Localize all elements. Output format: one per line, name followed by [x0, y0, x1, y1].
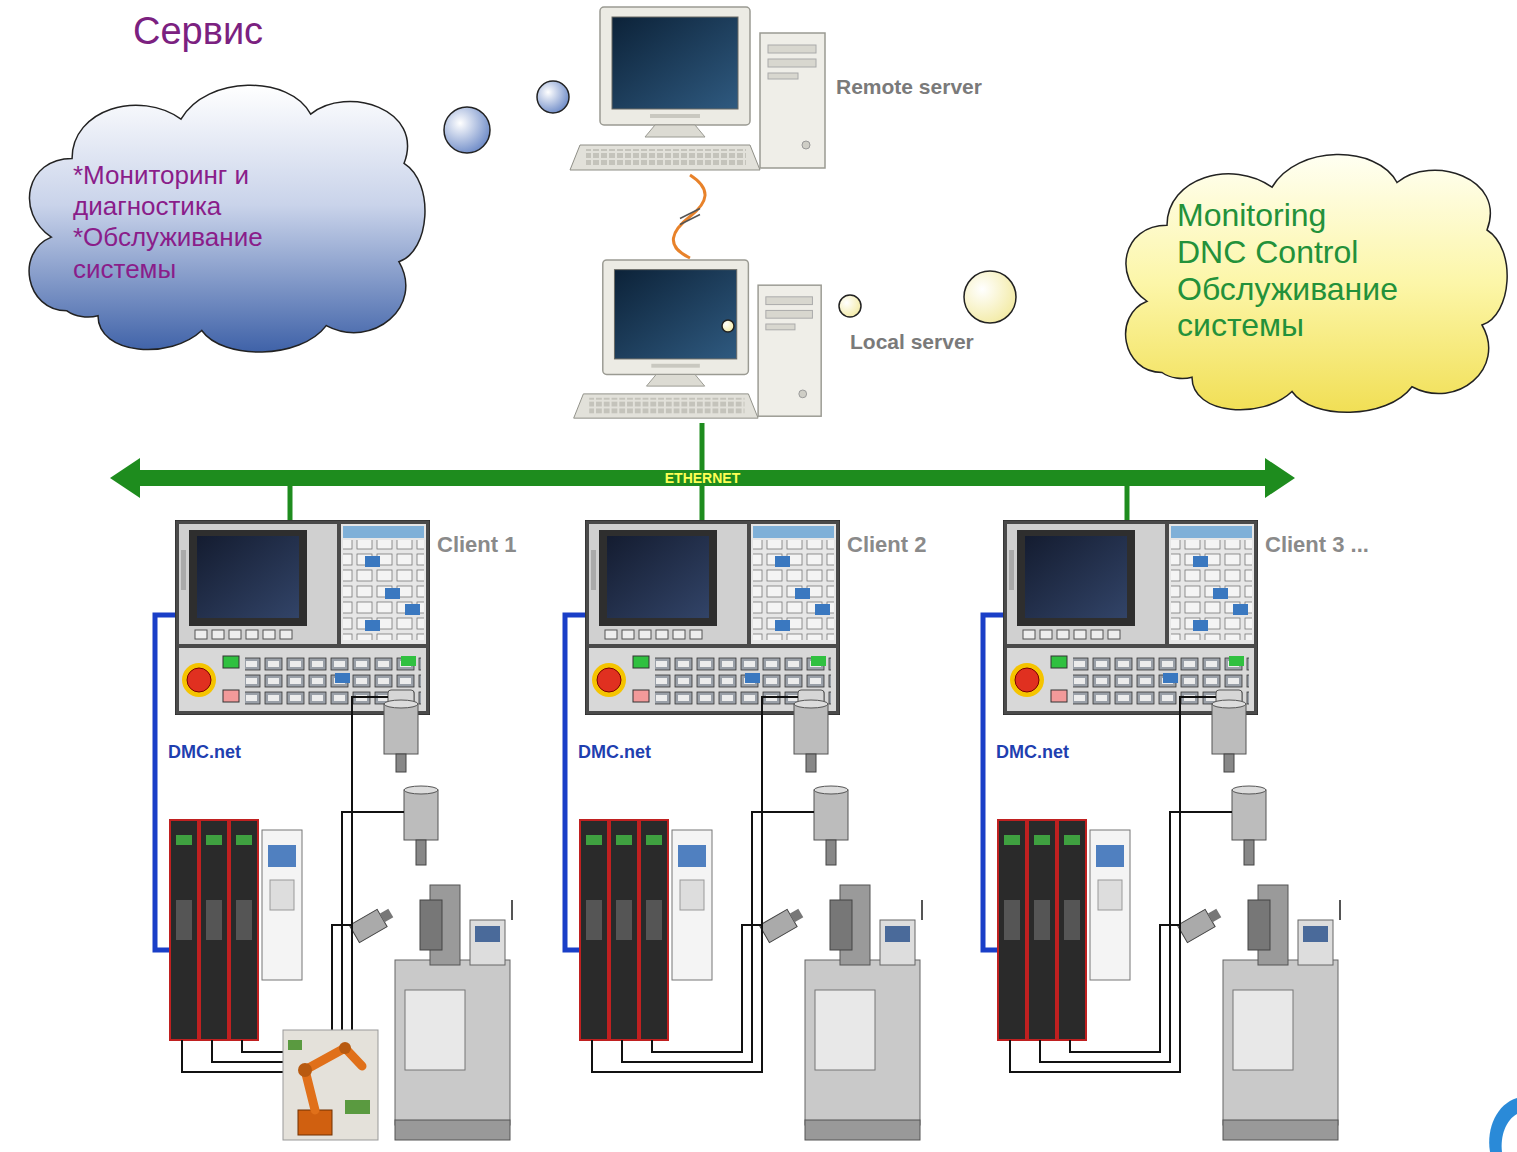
cloud-item: DNC Control: [1177, 234, 1467, 271]
thought-bubble: [839, 295, 861, 317]
service-cloud: Сервис *Мониторинг и диагностика*Обслужив…: [15, 10, 430, 360]
text-holder: DMC.net: [168, 742, 241, 763]
logo-mark: [1502, 1114, 1517, 1152]
machine-cell: [565, 615, 922, 1140]
machine-cell: [155, 615, 512, 1140]
text-holder: Remote server: [836, 75, 982, 99]
cnc-controller: Client 3 ...: [1003, 520, 1388, 715]
local-server: Local server: [560, 258, 980, 423]
thought-bubble: [537, 81, 569, 113]
cnc-controller: Client 2: [585, 520, 970, 715]
thought-bubble: [722, 320, 734, 332]
machine-cell: [983, 615, 1340, 1140]
network-link: [702, 423, 703, 470]
cloud-item: Обслуживание системы: [1177, 271, 1467, 345]
network-link: [290, 486, 291, 520]
thought-bubble: [964, 271, 1016, 323]
cnc-controller: Client 1: [175, 520, 560, 715]
network-link: [1127, 486, 1128, 520]
cloud-heading: Сервис: [133, 10, 263, 54]
bus-name: DMC.net: [996, 742, 1069, 763]
text-holder: Local server: [850, 330, 974, 354]
text-holder: ETHERNET: [110, 458, 1295, 498]
text-holder: DMC.net: [578, 742, 651, 763]
client-label: Client 2: [847, 532, 926, 557]
bus-name: DMC.net: [578, 742, 651, 763]
text-holder: *Мониторинг и диагностика*Обслуживание с…: [73, 160, 335, 285]
text-holder: Client 1: [437, 532, 516, 557]
cloud-item: Monitoring: [1177, 197, 1467, 234]
client-label: Client 3 ...: [1265, 532, 1369, 557]
local-service-cloud: MonitoringDNC ControlОбслуживание систем…: [1112, 135, 1512, 420]
text-holder: Сервис: [133, 10, 263, 54]
bus-name: DMC.net: [168, 742, 241, 763]
bus-label: ETHERNET: [665, 470, 740, 486]
client-label: Client 1: [437, 532, 516, 557]
computer-icon: [570, 7, 825, 170]
controller-panel: [175, 520, 430, 715]
computer-label: Remote server: [836, 75, 982, 99]
ethernet-bus: ETHERNET: [110, 458, 1295, 498]
computer-icon: [574, 260, 822, 418]
controller-panel: [585, 520, 840, 715]
network-cable: [673, 175, 705, 258]
logo-mark: [1489, 1098, 1517, 1152]
text-holder: DMC.net: [996, 742, 1069, 763]
cloud-item: *Обслуживание системы: [73, 222, 335, 284]
network-link: [702, 486, 703, 520]
cloud-item: *Мониторинг и диагностика: [73, 160, 335, 222]
controller-panel: [1003, 520, 1258, 715]
text-holder: MonitoringDNC ControlОбслуживание систем…: [1177, 197, 1467, 344]
remote-server: Remote server: [560, 5, 986, 175]
computer-label: Local server: [850, 330, 974, 354]
text-holder: Client 2: [847, 532, 926, 557]
robot-picture: [283, 1030, 378, 1140]
thought-bubble: [444, 107, 490, 153]
text-holder: Client 3 ...: [1265, 532, 1369, 557]
